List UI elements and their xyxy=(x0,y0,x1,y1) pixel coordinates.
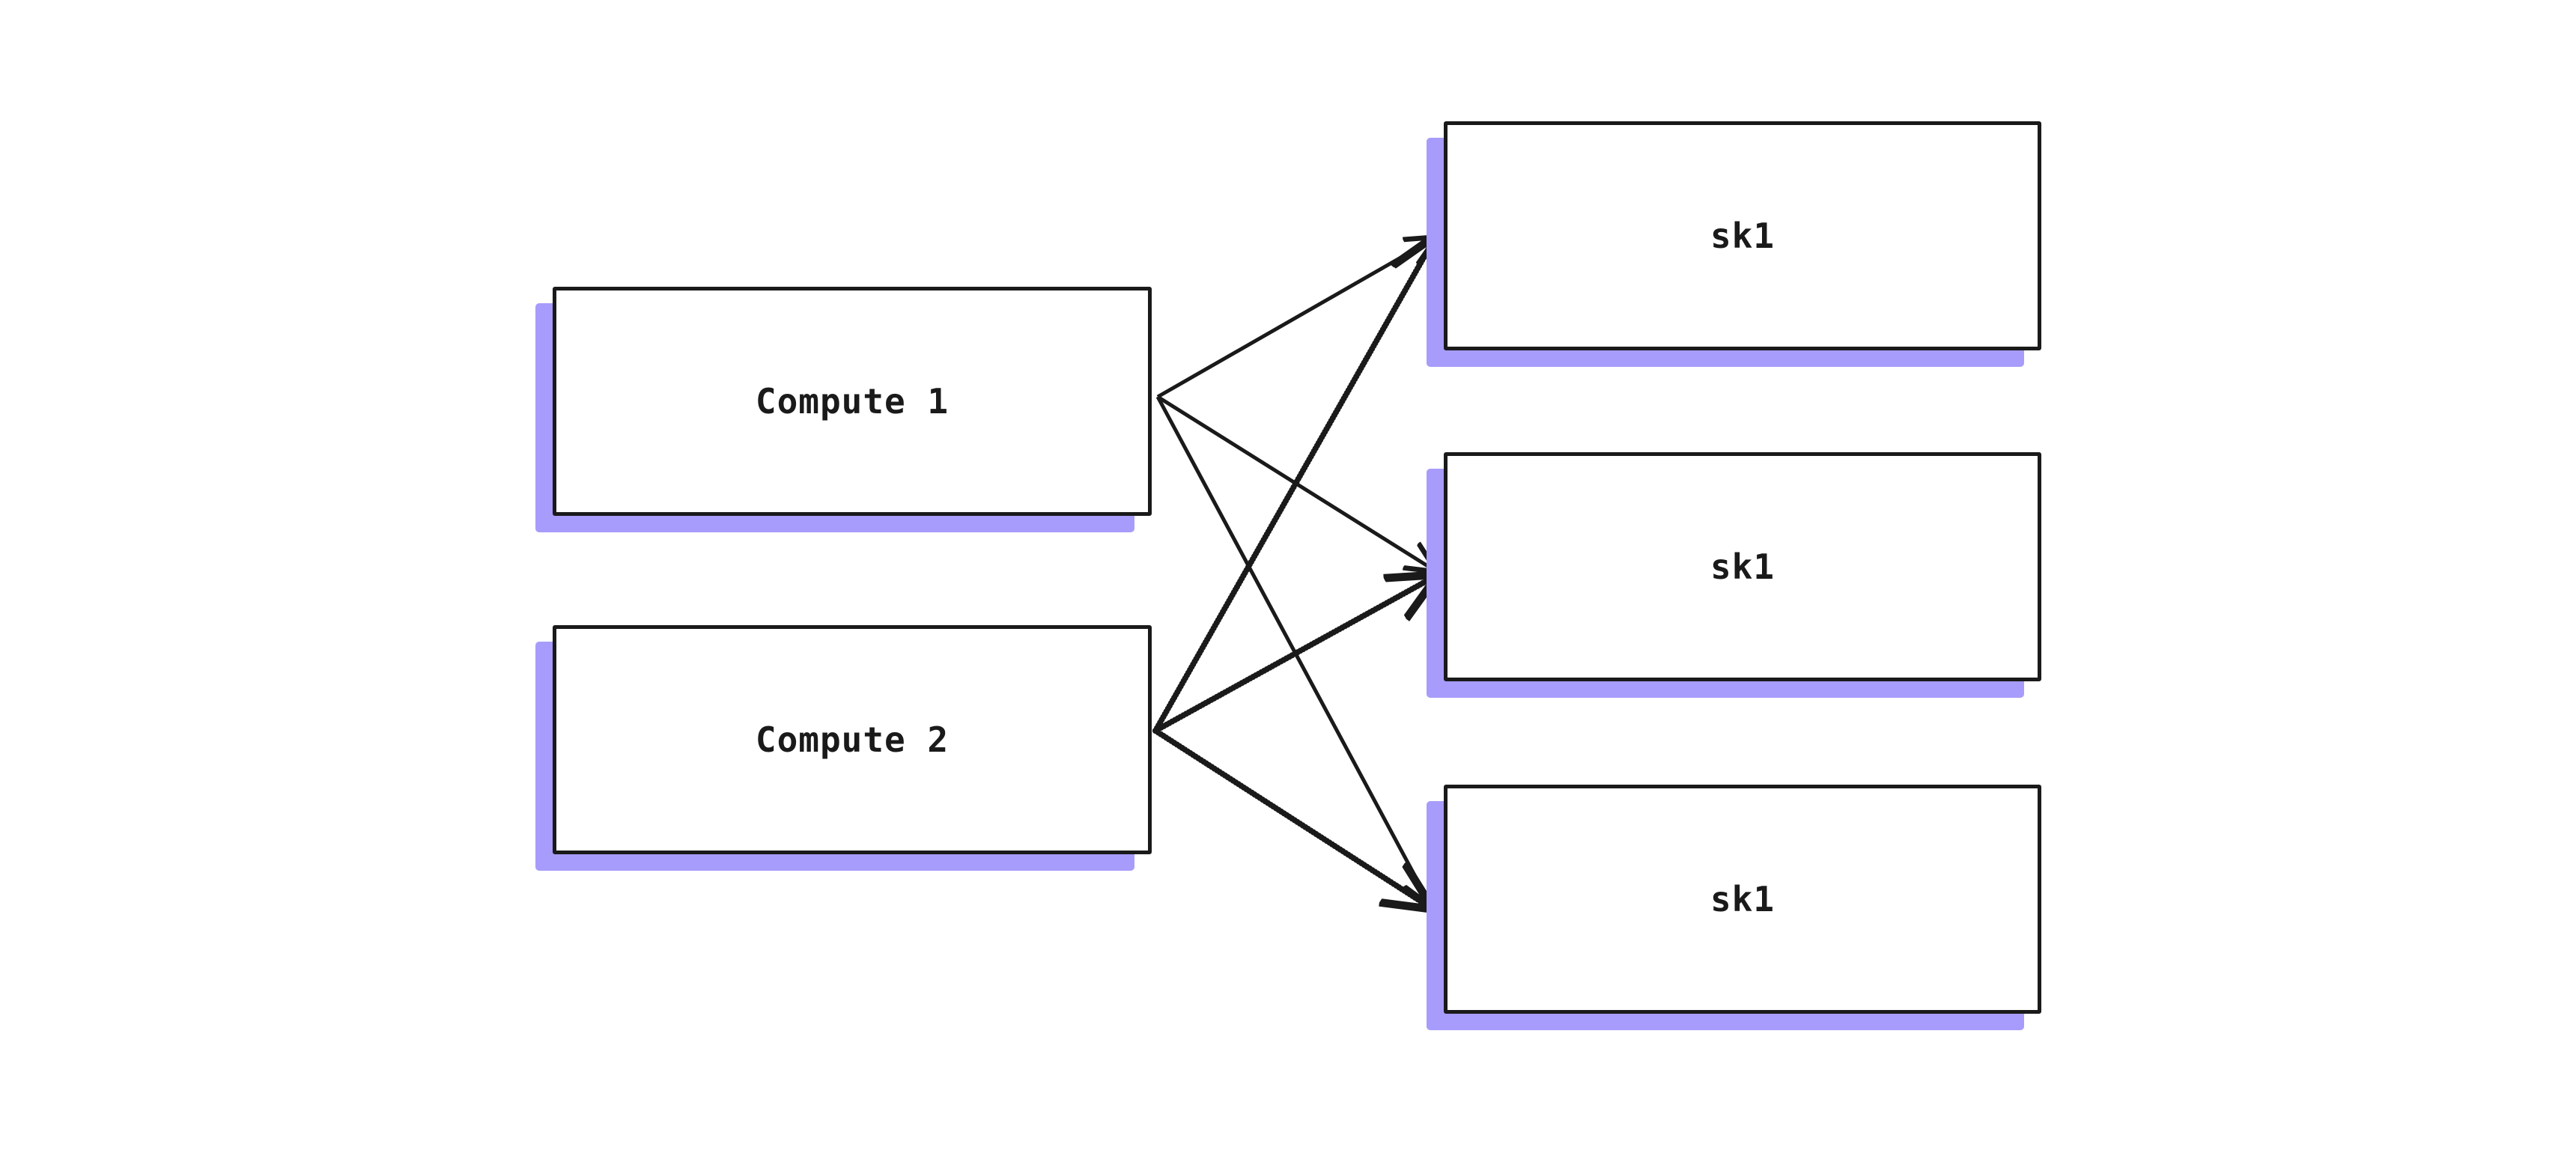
node-label-sk1-a: sk1 xyxy=(1710,216,1775,256)
edge-compute-1-to-sk1-a xyxy=(1156,238,1435,399)
node-label-compute-1: Compute 1 xyxy=(755,381,950,422)
node-compute-1[interactable]: Compute 1 xyxy=(553,287,1152,516)
node-label-sk1-c: sk1 xyxy=(1710,879,1775,919)
edge-compute-2-to-sk1-b xyxy=(1152,576,1435,734)
node-sk1-c[interactable]: sk1 xyxy=(1444,785,2041,1014)
edge-compute-2-to-sk1-c xyxy=(1152,728,1430,907)
node-sk1-b[interactable]: sk1 xyxy=(1444,452,2041,681)
edge-compute-1-to-sk1-b xyxy=(1156,395,1435,571)
edge-compute-1-to-sk1-c xyxy=(1155,395,1430,904)
node-sk1-a[interactable]: sk1 xyxy=(1444,121,2041,350)
edge-compute-2-to-sk1-a xyxy=(1152,238,1435,734)
node-label-sk1-b: sk1 xyxy=(1710,547,1775,587)
node-compute-2[interactable]: Compute 2 xyxy=(553,625,1152,854)
node-label-compute-2: Compute 2 xyxy=(755,720,950,760)
